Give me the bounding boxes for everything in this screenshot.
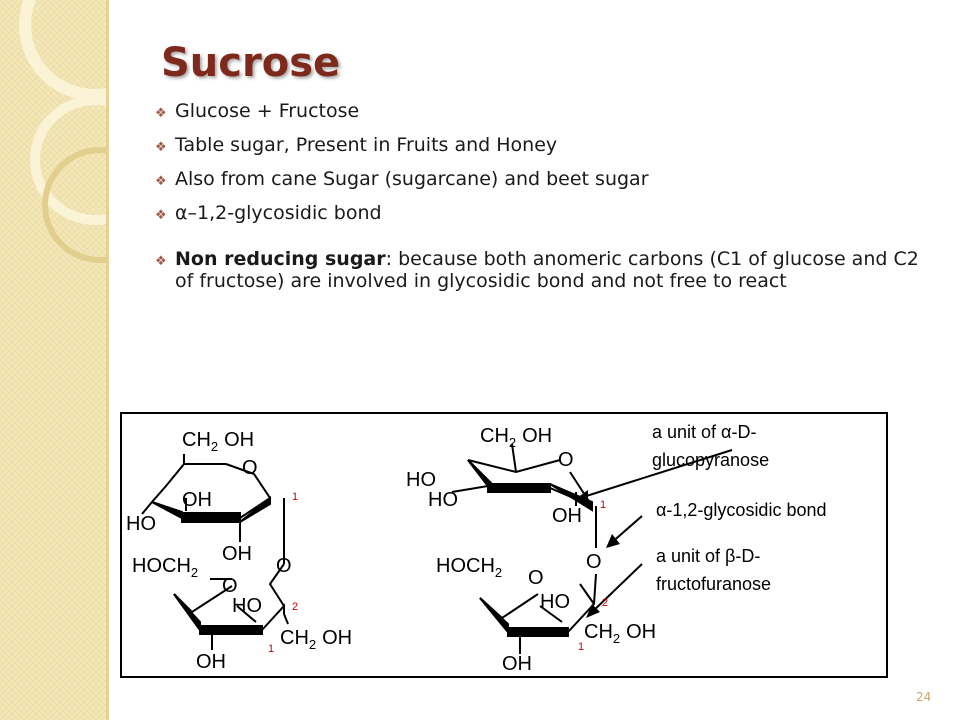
svg-text:HO: HO [428, 489, 458, 511]
slide-title: Sucrose [161, 40, 341, 86]
svg-text:2: 2 [292, 601, 298, 613]
svg-text:O: O [558, 449, 574, 471]
figure-annotations: a unit of α-D- glucopyranose α-1,2-glyco… [652, 422, 827, 594]
svg-text:a unit of α-D-: a unit of α-D- [652, 422, 756, 442]
svg-text:O: O [528, 567, 544, 589]
right-arrowheads [574, 490, 620, 618]
bullet-item: ❖ α–1,2-glycosidic bond [150, 202, 920, 224]
svg-text:O: O [242, 457, 258, 479]
decorative-circles [0, 0, 171, 720]
left-carbon-numbers: 1 2 1 [268, 491, 298, 655]
svg-text:OH: OH [182, 489, 212, 511]
svg-text:1: 1 [292, 491, 298, 503]
svg-text:1: 1 [578, 641, 584, 653]
svg-text:HOCH2: HOCH2 [436, 555, 502, 580]
right-carbon-numbers: 1 2 1 [578, 499, 608, 653]
bullet-text: Glucose + Fructose [175, 100, 360, 122]
svg-text:HO: HO [406, 469, 436, 491]
diamond-bullet-icon: ❖ [155, 208, 167, 223]
diamond-bullet-icon: ❖ [155, 174, 167, 189]
bullet-list: ❖ Glucose + Fructose ❖ Table sugar, Pres… [150, 100, 920, 304]
svg-text:OH: OH [196, 651, 226, 673]
bullet-text: Also from cane Sugar (sugarcane) and bee… [175, 168, 649, 190]
bullet-item: ❖ Non reducing sugar: because both anome… [150, 248, 920, 292]
svg-text:O: O [222, 575, 238, 597]
diamond-bullet-icon: ❖ [155, 106, 167, 121]
svg-text:2: 2 [602, 597, 608, 609]
svg-text:HOCH2: HOCH2 [132, 555, 198, 580]
svg-text:HO: HO [540, 591, 570, 613]
bullet-text: : because both anomeric carbons (C1 of g… [175, 248, 919, 292]
right-structure-bonds [451, 443, 733, 654]
bullet-text: Table sugar, Present in Fruits and Honey [175, 134, 558, 156]
diamond-bullet-icon: ❖ [155, 254, 167, 269]
diamond-bullet-icon: ❖ [155, 140, 167, 155]
bullet-item: ❖ Also from cane Sugar (sugarcane) and b… [150, 168, 920, 190]
bullet-item: ❖ Table sugar, Present in Fruits and Hon… [150, 134, 920, 156]
bullet-item: ❖ Glucose + Fructose [150, 100, 920, 122]
bullet-bold-term: Non reducing sugar [175, 248, 386, 270]
svg-text:OH: OH [222, 543, 252, 565]
sidebar-divider [106, 0, 109, 720]
svg-text:OH: OH [552, 505, 582, 527]
svg-text:1: 1 [268, 643, 274, 655]
svg-text:α-1,2-glycosidic bond: α-1,2-glycosidic bond [656, 500, 827, 520]
svg-text:HO: HO [232, 595, 262, 617]
slide-number: 24 [916, 690, 932, 704]
decorative-sidebar [0, 0, 171, 720]
svg-text:O: O [276, 555, 292, 577]
svg-text:glucopyranose: glucopyranose [652, 450, 769, 470]
svg-text:1: 1 [600, 499, 606, 511]
svg-text:a unit of β-D-: a unit of β-D- [656, 546, 760, 566]
bullet-text: α–1,2-glycosidic bond [175, 202, 382, 224]
left-structure-bonds [141, 454, 289, 650]
svg-text:OH: OH [502, 653, 532, 675]
svg-text:HO: HO [126, 513, 156, 535]
svg-text:fructofuranose: fructofuranose [656, 574, 771, 594]
svg-text:O: O [586, 551, 602, 573]
